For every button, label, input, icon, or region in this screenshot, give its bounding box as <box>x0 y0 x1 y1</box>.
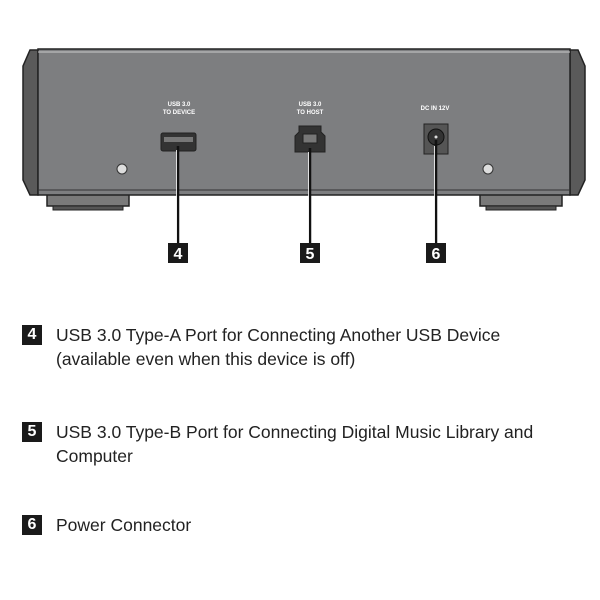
usb-b-label: TO HOST <box>297 110 324 116</box>
callout-badge-6: 6 <box>426 243 446 263</box>
usb-a-port <box>160 132 197 152</box>
legend-item-5: 5 USB 3.0 Type-B Port for Connecting Dig… <box>22 420 576 468</box>
leader-lines <box>176 140 438 243</box>
legend-badge: 5 <box>22 422 42 442</box>
side-cap-right <box>569 49 586 196</box>
screw-icon <box>116 163 128 175</box>
legend-badge: 6 <box>22 515 42 535</box>
legend-item-4: 4 USB 3.0 Type-A Port for Connecting Ano… <box>22 323 576 371</box>
legend-item-6: 6 Power Connector <box>22 513 576 537</box>
legend-text: USB 3.0 Type-A Port for Connecting Anoth… <box>56 325 501 369</box>
dc-label: DC IN 12V <box>421 106 450 112</box>
side-cap-left <box>22 49 39 196</box>
svg-text:6: 6 <box>432 246 441 263</box>
svg-text:5: 5 <box>306 246 315 263</box>
screw-icon <box>482 163 494 175</box>
callout-badge-5: 5 <box>300 243 320 263</box>
callout-badge-4: 4 <box>168 243 188 263</box>
usb-b-port <box>294 125 326 153</box>
usb-a-label: USB 3.0 <box>168 102 191 108</box>
legend-text: Power Connector <box>56 515 192 535</box>
usb-b-label: USB 3.0 <box>299 102 322 108</box>
legend-text: USB 3.0 Type-B Port for Connecting Digit… <box>56 422 534 466</box>
svg-text:4: 4 <box>174 246 183 263</box>
legend-badge: 4 <box>22 325 42 345</box>
usb-a-label: TO DEVICE <box>163 110 195 116</box>
